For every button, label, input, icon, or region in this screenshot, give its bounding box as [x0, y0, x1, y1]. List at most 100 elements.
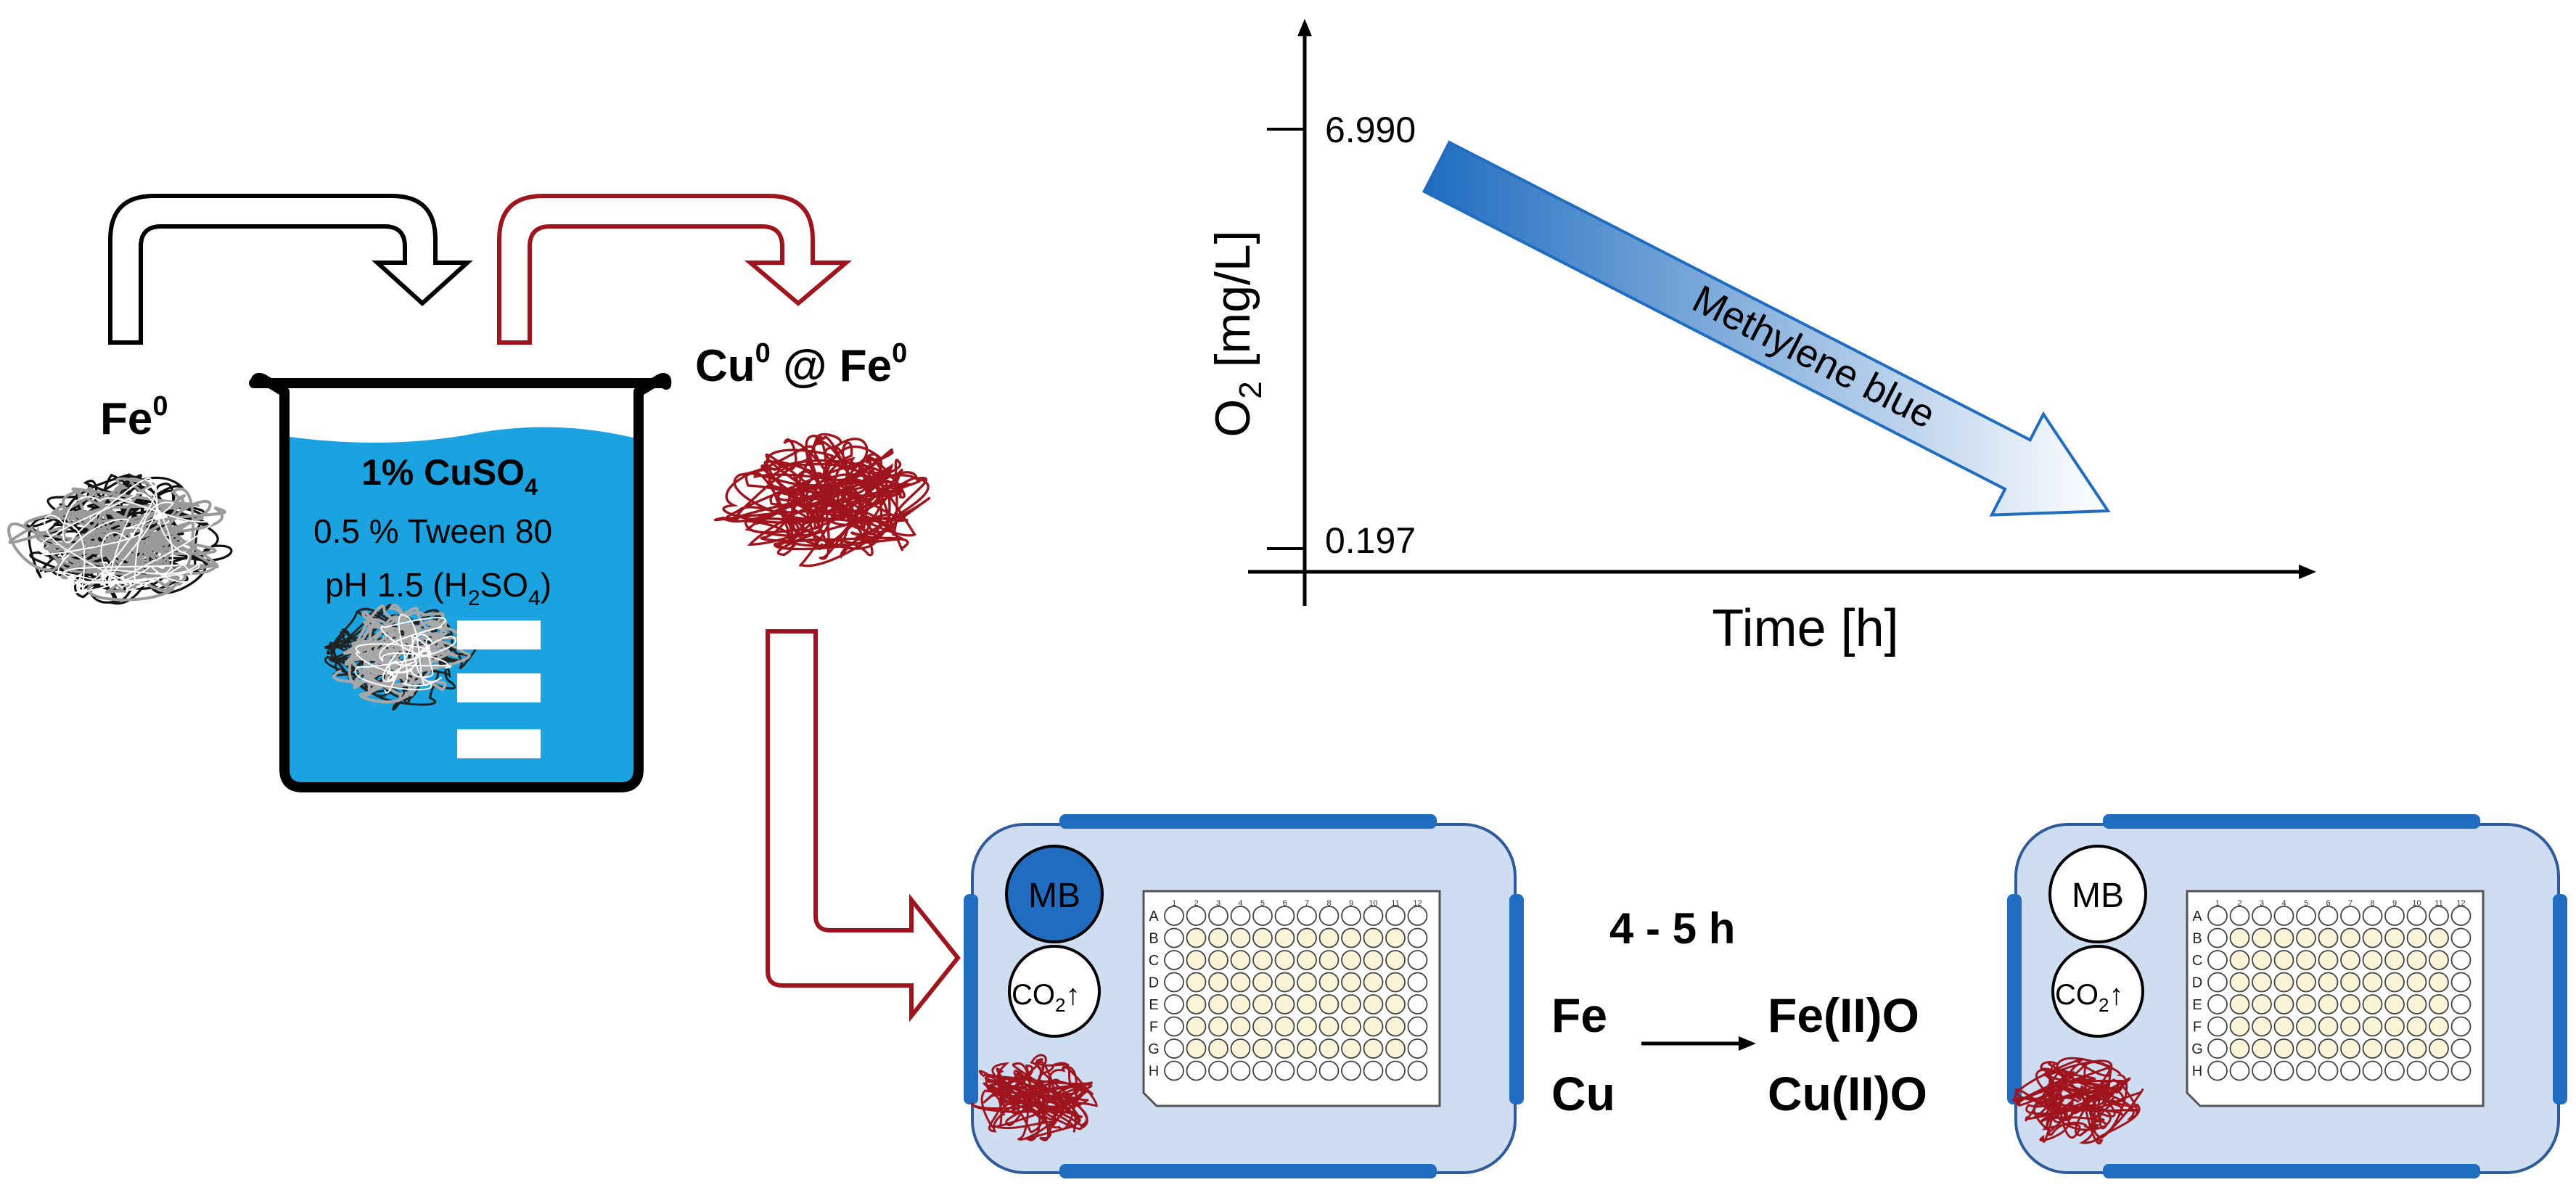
plate-well — [1230, 927, 1251, 948]
plate-column-label: 3 — [2260, 899, 2264, 908]
plate-well — [1230, 994, 1251, 1014]
beaker-solution — [279, 427, 639, 784]
plate-well — [2273, 1016, 2294, 1037]
plate-well — [2229, 906, 2250, 926]
methylene-blue-trend-arrow — [1422, 140, 2111, 517]
plate-well — [2273, 1038, 2294, 1059]
plate-well — [1252, 906, 1273, 926]
plate-well — [1208, 1060, 1228, 1081]
plate-row-label: A — [1149, 909, 1159, 925]
plate-well — [2296, 950, 2316, 970]
plate-well — [2207, 1038, 2228, 1059]
tray-2-clip-bottom — [2103, 1164, 2480, 1178]
y-axis-arrowhead — [1297, 19, 1312, 36]
tray-1-clip-left — [964, 894, 978, 1104]
plate-well — [2207, 927, 2228, 948]
plate-well — [1164, 1016, 1184, 1037]
plate-column-label: 4 — [1238, 899, 1242, 908]
plate-well — [2429, 1038, 2449, 1059]
plate-well — [2406, 927, 2427, 948]
solution-line-3: pH 1.5 (H2SO4) — [325, 566, 551, 610]
plate-well — [2229, 972, 2250, 993]
beaker-mark-3 — [457, 729, 541, 758]
plate-well — [2340, 906, 2360, 926]
plate-column-label: 5 — [1260, 899, 1265, 908]
plate-column-label: 7 — [2348, 899, 2353, 908]
plate-well — [1186, 1016, 1207, 1037]
plate-well — [2406, 972, 2427, 993]
plate-column-label: 5 — [2304, 899, 2308, 908]
plate-well — [2362, 1016, 2383, 1037]
plate-column-label: 9 — [2392, 899, 2397, 908]
plate-well — [1186, 950, 1207, 970]
plate-well — [1252, 1038, 1273, 1059]
plate-well — [2252, 1038, 2272, 1059]
plate-column-label: 10 — [2412, 899, 2421, 908]
plate-well — [2229, 1060, 2250, 1081]
plate-well — [2296, 972, 2316, 993]
plate-well — [1186, 994, 1207, 1014]
tray-1-mb-label: MB — [1028, 877, 1080, 915]
transfer-arrow-black — [108, 194, 473, 345]
transfer-arrow-red — [497, 194, 853, 345]
plate-well — [1297, 972, 1317, 993]
plate-well — [1363, 1016, 1384, 1037]
wool-strands — [971, 1054, 1098, 1141]
plate-well — [2362, 994, 2383, 1014]
plate-well — [1385, 927, 1406, 948]
plate-well — [2252, 972, 2272, 993]
reaction-arrowhead — [1739, 1036, 1756, 1051]
plate-row-label: C — [2192, 953, 2202, 969]
plate-well — [2252, 927, 2272, 948]
plate-well — [2429, 1060, 2449, 1081]
plate-well — [1208, 994, 1228, 1014]
plate-well — [1363, 1060, 1384, 1081]
plate-well — [2429, 950, 2449, 970]
plate-well — [2429, 906, 2449, 926]
plate-well — [1274, 1060, 1295, 1081]
plate-well — [1318, 950, 1340, 970]
plate-well — [2296, 1060, 2316, 1081]
plate-column-label: 1 — [2215, 899, 2220, 908]
x-axis-label: Time [h] — [1712, 599, 1898, 657]
plate-row-label: H — [1149, 1064, 1159, 1080]
plate-well — [2406, 1060, 2427, 1081]
plate-well — [1318, 972, 1340, 993]
y-tick-label-low: 0.197 — [1325, 520, 1416, 561]
plate-well — [1385, 950, 1406, 970]
plate-well — [2429, 927, 2449, 948]
plate-well — [1341, 950, 1361, 970]
plate-row-label: E — [2192, 997, 2202, 1013]
plate-well — [1297, 1038, 1317, 1059]
plate-well — [2229, 1038, 2250, 1059]
tray-1-clip-right — [1509, 894, 1524, 1104]
steel-wool-icon — [7, 473, 233, 605]
plate-well — [1363, 906, 1384, 926]
plate-row-label: A — [2192, 909, 2202, 925]
plate-well — [1186, 972, 1207, 993]
plate-column-label: 8 — [1326, 899, 1331, 908]
wool-strands — [38, 477, 216, 594]
plate-column-label: 12 — [1413, 899, 1422, 908]
plate-row-label: F — [2193, 1020, 2202, 1036]
plate-column-label: 2 — [1194, 899, 1198, 908]
plate-well — [1407, 1060, 1428, 1081]
plate-well — [2429, 994, 2449, 1014]
tray-2-clip-right — [2553, 894, 2567, 1104]
plate-column-label: 7 — [1305, 899, 1309, 908]
plate-well — [1341, 1016, 1361, 1037]
plate-well — [1252, 950, 1273, 970]
beaker-mark-1 — [457, 620, 541, 649]
plate-well — [2296, 906, 2316, 926]
x-axis-arrowhead — [2299, 565, 2316, 579]
plate-well — [1385, 994, 1406, 1014]
plate-well — [1363, 927, 1384, 948]
plate-well — [1297, 906, 1317, 926]
plate-row-label: H — [2192, 1064, 2202, 1080]
plate-well — [2450, 972, 2472, 993]
plate-well — [2340, 950, 2360, 970]
plate-column-label: 11 — [1391, 899, 1399, 908]
